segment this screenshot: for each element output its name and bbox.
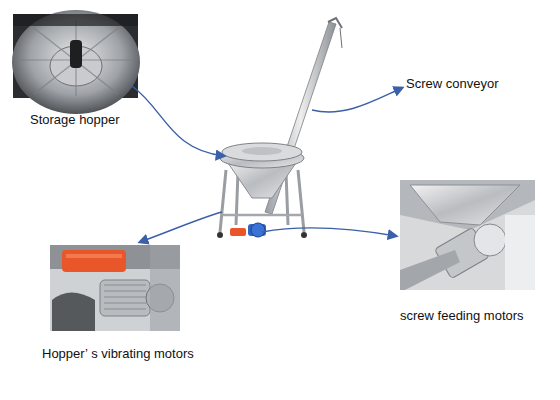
leader-arrow (132, 86, 224, 156)
part-label: Hopper’ s vibrating motors (42, 346, 194, 362)
leader-arrow (140, 212, 222, 242)
leader-arrow (262, 228, 396, 236)
feeding-motor-photo (400, 180, 535, 290)
hopper-photo (12, 10, 140, 114)
vibrating-motor-photo (50, 245, 180, 331)
feeder-machine (217, 18, 342, 238)
part-label: Storage hopper (30, 112, 120, 128)
part-label: screw feeding motors (400, 308, 524, 324)
leader-arrow (312, 88, 402, 112)
part-label: Screw conveyor (406, 76, 498, 92)
